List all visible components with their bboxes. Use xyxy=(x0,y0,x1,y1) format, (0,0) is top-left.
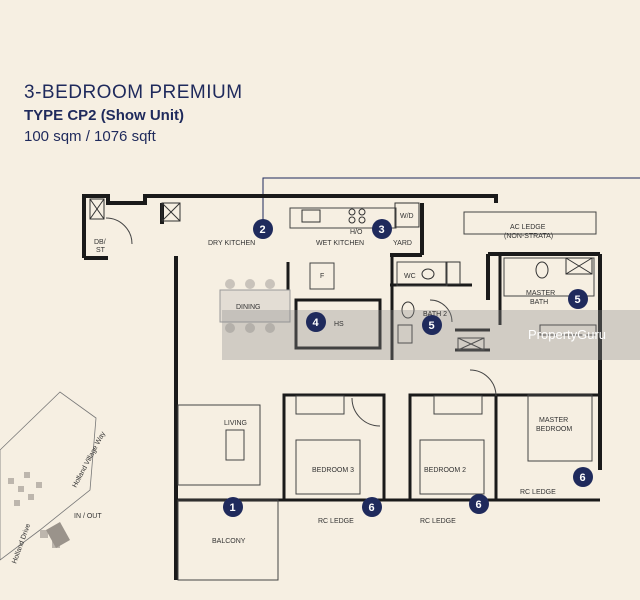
label-db: DB/ xyxy=(94,239,106,246)
label-in-out: IN / OUT xyxy=(74,513,102,520)
label-master-bed-2: BEDROOM xyxy=(536,426,572,433)
label-rc-ledge-1: RC LEDGE xyxy=(318,518,354,525)
marker-4: 4 xyxy=(306,312,326,332)
label-yard: YARD xyxy=(393,240,412,247)
site-plan xyxy=(0,391,97,561)
label-dining: DINING xyxy=(236,304,261,311)
thin-walls xyxy=(105,207,597,581)
marker-1: 1 xyxy=(223,497,243,517)
marker-5-master-bath: 5 xyxy=(568,289,588,309)
svg-text:6: 6 xyxy=(369,502,375,514)
markers: 2 3 4 5 5 1 6 6 6 xyxy=(223,219,593,517)
label-balcony: BALCONY xyxy=(212,538,246,545)
label-non-strata: (NON-STRATA) xyxy=(504,233,553,240)
fixtures xyxy=(89,198,597,351)
label-wc: WC xyxy=(404,273,416,280)
svg-text:5: 5 xyxy=(429,320,435,332)
label-bedroom3: BEDROOM 3 xyxy=(312,467,354,474)
svg-text:1: 1 xyxy=(230,502,236,514)
svg-text:4: 4 xyxy=(313,317,320,329)
svg-text:6: 6 xyxy=(476,499,482,511)
dining-table xyxy=(219,279,291,333)
marker-3: 3 xyxy=(372,219,392,239)
label-wd: W/D xyxy=(400,213,414,220)
label-ac-ledge: AC LEDGE xyxy=(510,224,546,231)
svg-text:6: 6 xyxy=(580,472,586,484)
label-st: ST xyxy=(96,247,106,254)
unit-type: TYPE CP2 (Show Unit) xyxy=(24,107,185,124)
outer-walls xyxy=(82,194,602,580)
legend-connector-line xyxy=(262,177,640,226)
marker-6-master: 6 xyxy=(573,467,593,487)
label-f: F xyxy=(320,273,324,280)
unit-size: 100 sqm / 1076 sqft xyxy=(24,128,156,145)
label-rc-ledge-2: RC LEDGE xyxy=(420,518,456,525)
label-dry-kitchen: DRY KITCHEN xyxy=(208,240,255,247)
marker-5-bath2: 5 xyxy=(422,315,442,335)
marker-6-bedroom2: 6 xyxy=(469,494,489,514)
svg-text:3: 3 xyxy=(379,224,385,236)
label-master-bath-1: MASTER xyxy=(526,290,555,297)
label-living: LIVING xyxy=(224,420,247,427)
label-master-bed-1: MASTER xyxy=(539,417,568,424)
label-bath2: BATH 2 xyxy=(423,311,447,318)
plan-title: 3-BEDROOM PREMIUM xyxy=(24,82,243,103)
svg-text:5: 5 xyxy=(575,294,581,306)
watermark-text: PropertyGuru xyxy=(528,327,606,342)
marker-2: 2 xyxy=(253,219,273,239)
label-road-2: Holland Drive xyxy=(11,523,32,565)
label-bedroom2: BEDROOM 2 xyxy=(424,467,466,474)
label-wet-kitchen: WET KITCHEN xyxy=(316,240,364,247)
svg-text:2: 2 xyxy=(260,224,266,236)
label-master-bath-2: BATH xyxy=(530,299,548,306)
label-ho: H/O xyxy=(350,229,363,236)
label-hs: HS xyxy=(334,321,344,328)
label-rc-ledge-3: RC LEDGE xyxy=(520,489,556,496)
marker-6-bedroom3: 6 xyxy=(362,497,382,517)
label-road-1: Holland Village Way xyxy=(72,430,108,489)
